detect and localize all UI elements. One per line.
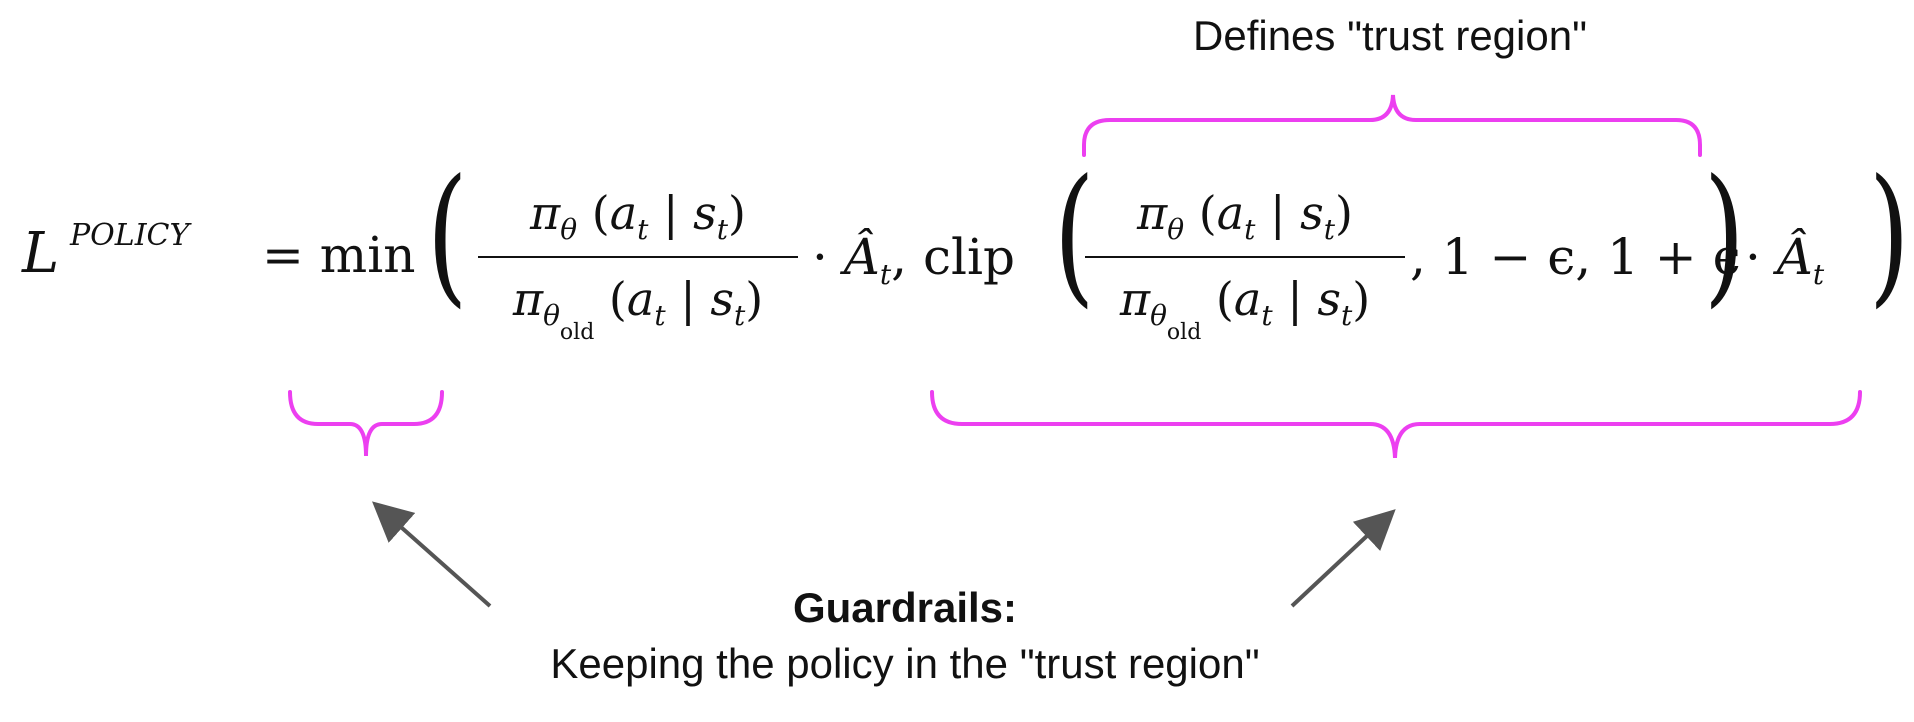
lhs-symbol: L xyxy=(22,221,60,286)
guardrails-subtitle: Keeping the policy in the "trust region" xyxy=(550,640,1260,687)
close-paren-clip: ) xyxy=(1703,148,1745,322)
ratio-numerator: πθ (at | st) xyxy=(530,186,746,246)
ratio-denominator-2: πθold (at | st) xyxy=(1119,272,1371,345)
fraction-bar xyxy=(478,256,798,258)
ratio-fraction-1: πθ (at | st) πθold (at | st) xyxy=(478,186,798,345)
ratio-numerator-2: πθ (at | st) xyxy=(1137,186,1353,246)
top-brace xyxy=(1082,94,1702,157)
fraction-bar-2 xyxy=(1085,256,1405,258)
advantage-term-2: · Ât xyxy=(1745,228,1825,291)
guardrails-title: Guardrails: xyxy=(792,584,1018,631)
clip-brace xyxy=(930,390,1862,459)
clip-args: , 1 − ϵ, 1 + ϵ xyxy=(1410,228,1741,286)
arrow-to-min xyxy=(372,501,492,608)
lhs-superscript: POLICY xyxy=(70,218,190,253)
close-paren-outer: ) xyxy=(1868,148,1910,322)
equals-min: = min xyxy=(262,226,416,284)
open-paren-outer: ( xyxy=(426,148,468,322)
advantage-term-1: · Ât, clip xyxy=(812,228,1015,291)
ratio-denominator: πθold (at | st) xyxy=(512,272,764,345)
min-brace xyxy=(288,390,444,457)
open-paren-clip: ( xyxy=(1053,148,1095,322)
ratio-fraction-2: πθ (at | st) πθold (at | st) xyxy=(1085,186,1405,345)
trust-region-label: Defines "trust region" xyxy=(1193,12,1587,59)
arrow-to-clip xyxy=(1290,509,1396,608)
